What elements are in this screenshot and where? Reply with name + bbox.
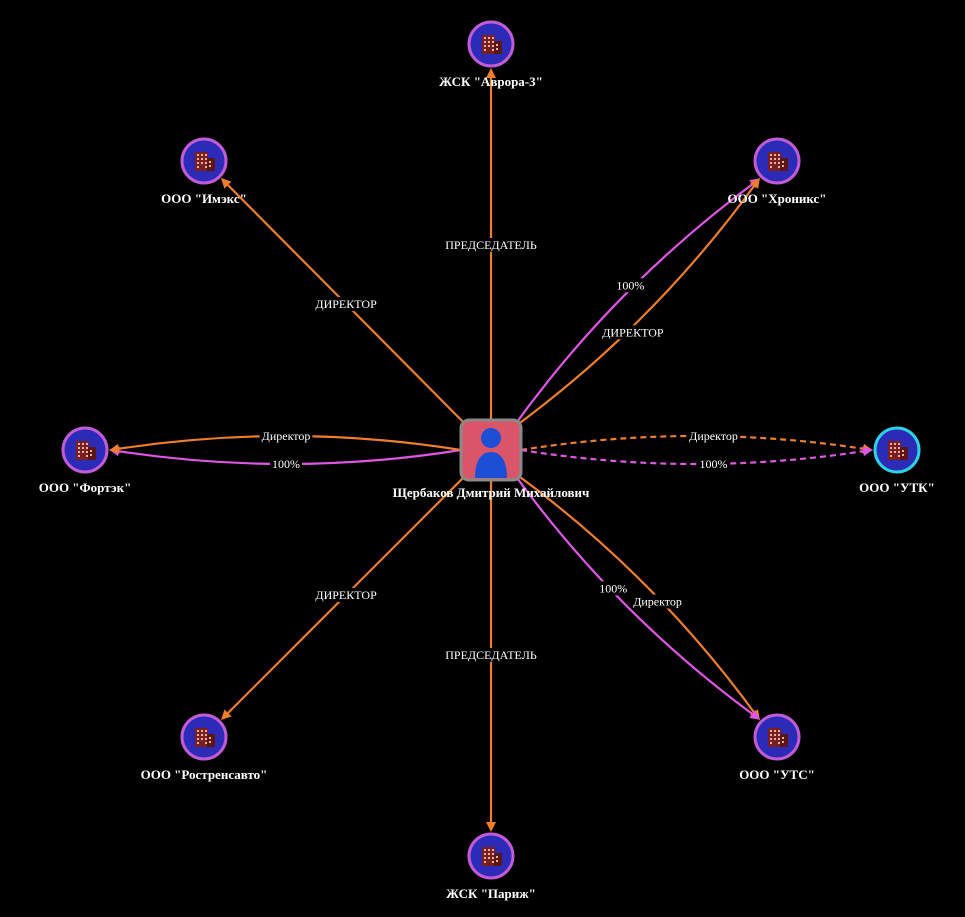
edge-e-hroniks-share[interactable] <box>511 178 761 430</box>
company-node-avrora[interactable]: ЖСК "Аврора-3" <box>439 20 543 89</box>
edge-label-background <box>687 429 740 444</box>
edge-label: ПРЕДСЕДАТЕЛЬ <box>445 648 537 662</box>
edge-label-background <box>443 648 539 662</box>
edge-label: Директор <box>689 429 738 443</box>
edge-label-background <box>697 456 730 471</box>
company-node-label: ООО "УТК" <box>859 480 935 495</box>
edge-label-background <box>443 238 539 252</box>
company-node-imeks[interactable]: ООО "Имэкс" <box>161 137 247 206</box>
company-node-label: ООО "УТС" <box>739 767 815 782</box>
edge-label: 100% <box>272 457 300 471</box>
edge-label-background <box>614 278 647 293</box>
edge-label-background <box>631 594 684 609</box>
company-node-label: ЖСК "Аврора-3" <box>439 74 543 89</box>
person-icon <box>475 428 507 478</box>
edge-label: ПРЕДСЕДАТЕЛЬ <box>445 238 537 252</box>
edge-label: Директор <box>633 594 682 608</box>
edge-e-hroniks-dir[interactable] <box>511 177 760 430</box>
edge-label: 100% <box>616 278 644 292</box>
company-node-parizh[interactable]: ЖСК "Париж" <box>446 832 536 901</box>
person-avatar-box <box>459 418 523 482</box>
company-node-hroniks[interactable]: ООО "Хроникс" <box>727 137 827 206</box>
company-node-forteks[interactable]: ООО "Фортэк" <box>39 426 132 495</box>
company-node-label: ООО "Ростренсавто" <box>141 767 268 782</box>
company-node-label: ЖСК "Париж" <box>446 886 536 901</box>
edge-label: Директор <box>262 429 311 443</box>
company-node-uts[interactable]: ООО "УТС" <box>739 713 815 782</box>
company-node-utk[interactable]: ООО "УТК" <box>859 426 935 495</box>
edge-e-utk-share[interactable] <box>520 446 873 466</box>
edge-label-background <box>259 429 313 443</box>
edge-label-background <box>313 297 380 312</box>
edge-label-background <box>600 325 666 340</box>
edge-label: ДИРЕКТОР <box>315 297 377 311</box>
edge-label-background <box>270 457 302 471</box>
edge-label: ДИРЕКТОР <box>602 325 664 339</box>
edge-e-uts-dir[interactable] <box>511 470 760 721</box>
edge-label-background <box>313 587 380 602</box>
edge-label-background <box>597 581 630 596</box>
edge-e-uts-share[interactable] <box>511 470 761 720</box>
company-node-label: ООО "Фортэк" <box>39 480 132 495</box>
company-node-label: ООО "Имэкс" <box>161 191 247 206</box>
company-node-rostransavto[interactable]: ООО "Ростренсавто" <box>141 713 268 782</box>
center-person-label: Щербаков Дмитрий Михайлович <box>393 485 590 500</box>
company-node-label: ООО "Хроникс" <box>727 191 826 206</box>
edge-label: 100% <box>700 457 728 471</box>
center-person-node[interactable]: Щербаков Дмитрий Михайлович <box>393 418 590 500</box>
edge-label: ДИРЕКТОР <box>315 588 377 602</box>
edge-label: 100% <box>599 581 627 595</box>
